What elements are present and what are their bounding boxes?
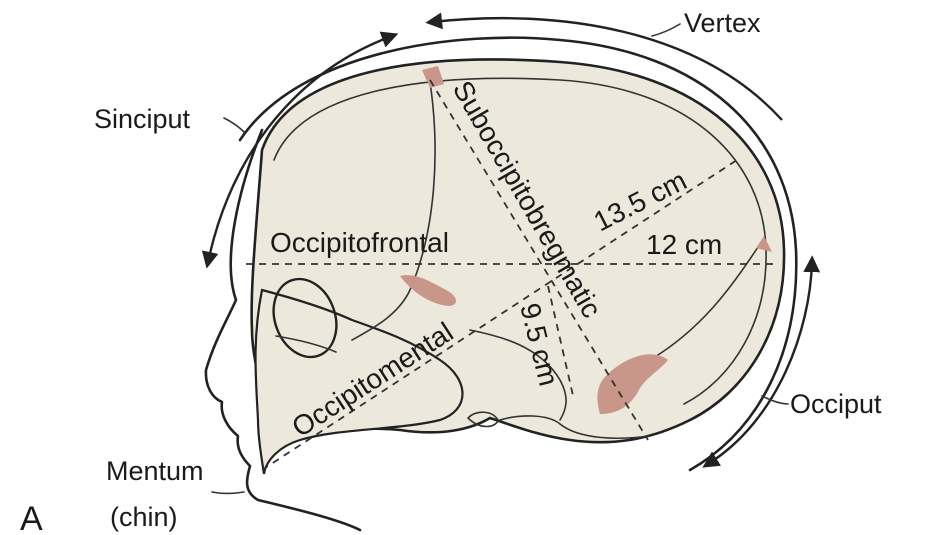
occiput-label: Occiput (790, 389, 882, 419)
occipitofrontal-label: Occipitofrontal (270, 227, 449, 258)
mentum-label-line2: (chin) (110, 502, 178, 532)
vertex-label: Vertex (684, 8, 761, 38)
panel-label: A (20, 500, 43, 535)
sinciput-leader (224, 118, 244, 132)
measure-12-label: 12 cm (646, 229, 722, 260)
sinciput-label: Sinciput (94, 104, 191, 134)
mentum-label-line1: Mentum (106, 456, 204, 486)
mentum-leader (212, 492, 244, 494)
occiput-leader (762, 396, 788, 404)
vertex-leader (652, 24, 680, 36)
